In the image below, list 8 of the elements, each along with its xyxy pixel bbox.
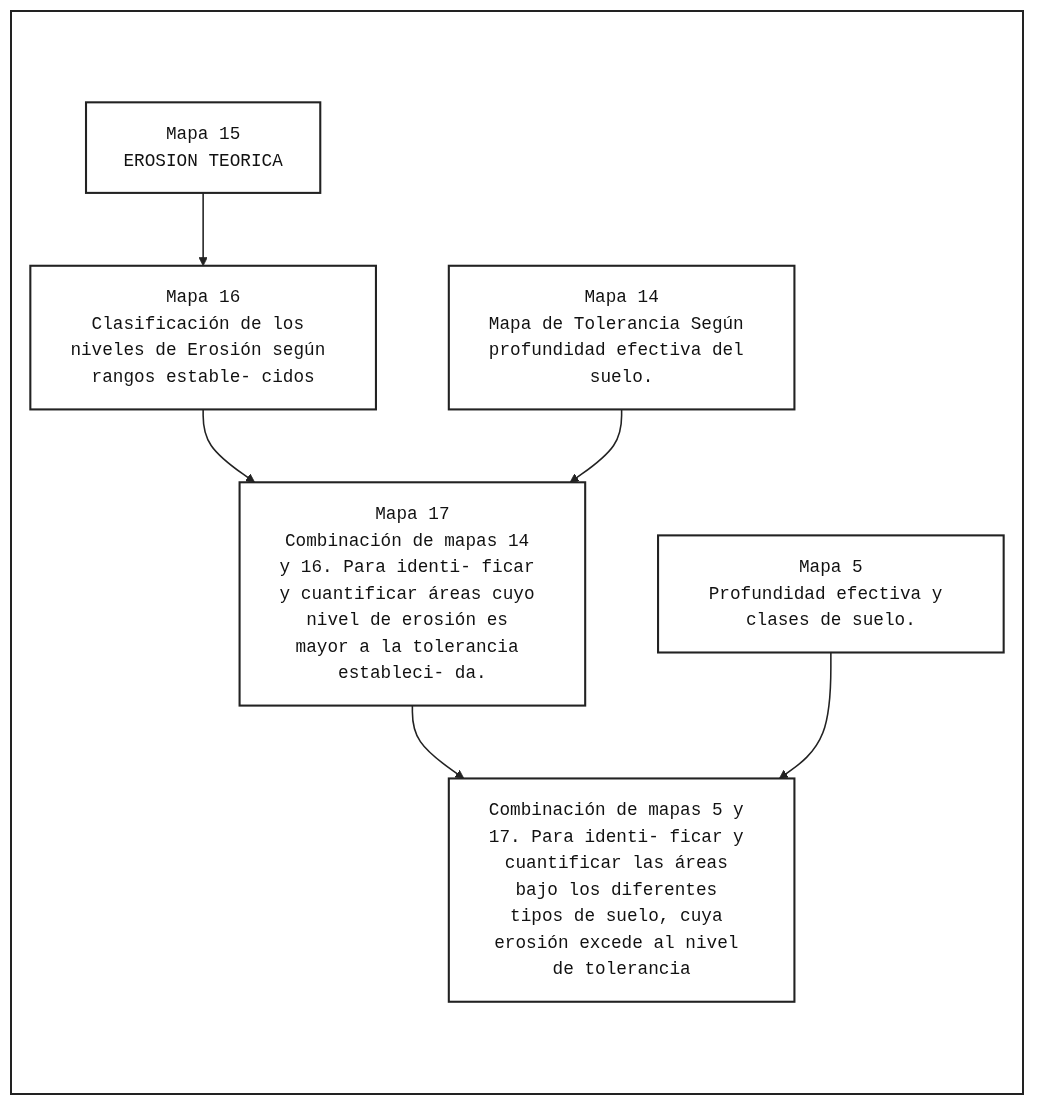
arrow — [778, 652, 832, 780]
node-box: Mapa 15 EROSION TEORICA — [84, 101, 322, 195]
node-box: Mapa 14 Mapa de Tolerancia Según profundidad efectiva del suelo. — [447, 265, 796, 411]
node-box: Mapa 16 Clasificación de los niveles de Erosión según rangos estable- cidos — [29, 265, 377, 411]
node-box: Mapa 17 Combinación de mapas 14 y 16. Para identi- ficar y cuantificar áreas cuyo nivel de erosión es mayor a la tolerancia estableci- da. — [238, 481, 587, 708]
node-box: Combinación de mapas 5 y 17. Para identi- ficar y cuantificar las áreas bajo los diferentes tipos de suelo, cuya erosión excede al nivel de tolerancia — [447, 777, 796, 1004]
node-box: Mapa 5 Profundidad efectiva y clases de suelo. — [657, 534, 1005, 654]
arrow — [569, 409, 623, 484]
